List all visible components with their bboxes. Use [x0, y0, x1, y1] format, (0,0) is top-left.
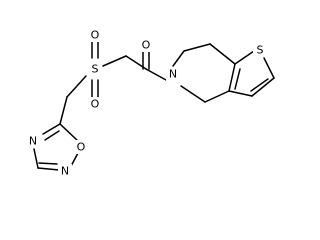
- atom-o-oxadiazole: O: [74, 140, 88, 154]
- bond-n2-c3: [37, 167, 60, 171]
- bond-ch2-c7a: [209, 43, 236, 65]
- atom-label-o1: O: [91, 29, 100, 42]
- atom-o-sulfonyl-lower: O: [88, 97, 102, 111]
- atom-labels: S O O O N S O N: [26, 28, 267, 178]
- atom-label-s1: S: [92, 63, 99, 76]
- bond-c3a-ch2: [204, 90, 230, 103]
- bond-c7a-c3a-inner: [234, 68, 241, 90]
- bond-n2-c3-inner: [38, 162, 58, 165]
- atom-n-ring: N: [166, 67, 180, 81]
- bond-n-ch2-up: [172, 50, 185, 67]
- atom-o-carbonyl: O: [139, 38, 153, 52]
- bond-ch2-ch2: [183, 43, 211, 52]
- atom-label-n1: N: [169, 68, 177, 81]
- atom-label-s2: S: [257, 44, 264, 57]
- atom-label-n2: N: [61, 165, 69, 178]
- atom-label-o4: O: [77, 141, 86, 154]
- bond-c3-c3a: [228, 90, 253, 97]
- atom-o-sulfonyl-upper: O: [88, 28, 102, 42]
- bond-ch2-n: [180, 85, 206, 103]
- bond-s-c2: [263, 57, 275, 79]
- bond-s-ch2-right: [102, 55, 127, 67]
- atom-label-o3: O: [142, 39, 151, 52]
- atom-s-sulfonyl: S: [88, 62, 102, 76]
- bond-lines: [33, 39, 275, 171]
- atom-n-oxadiazole-left: N: [26, 134, 40, 148]
- bond-n4-c5-inner: [44, 130, 60, 141]
- atom-s-thiophene: S: [253, 43, 267, 57]
- molecule-structure: S O O O N S O N: [26, 28, 275, 178]
- bond-c2-c3-inner: [250, 78, 269, 92]
- atom-label-n3: N: [29, 135, 37, 148]
- bond-carbonyl-n: [145, 68, 167, 81]
- bond-c7a-s: [234, 50, 255, 65]
- atom-n-oxadiazole-lower: N: [58, 164, 72, 178]
- bond-c2-c3: [251, 77, 275, 97]
- bond-ch2-oxadiazole: [59, 96, 68, 125]
- bond-n4-c5: [42, 123, 61, 135]
- atom-label-o2: O: [91, 98, 100, 111]
- bond-c7a-c3a: [228, 63, 236, 92]
- bond-c3-n4: [33, 148, 39, 169]
- bond-c5-o1: [59, 123, 79, 142]
- bond-s-ch2-left: [66, 75, 87, 98]
